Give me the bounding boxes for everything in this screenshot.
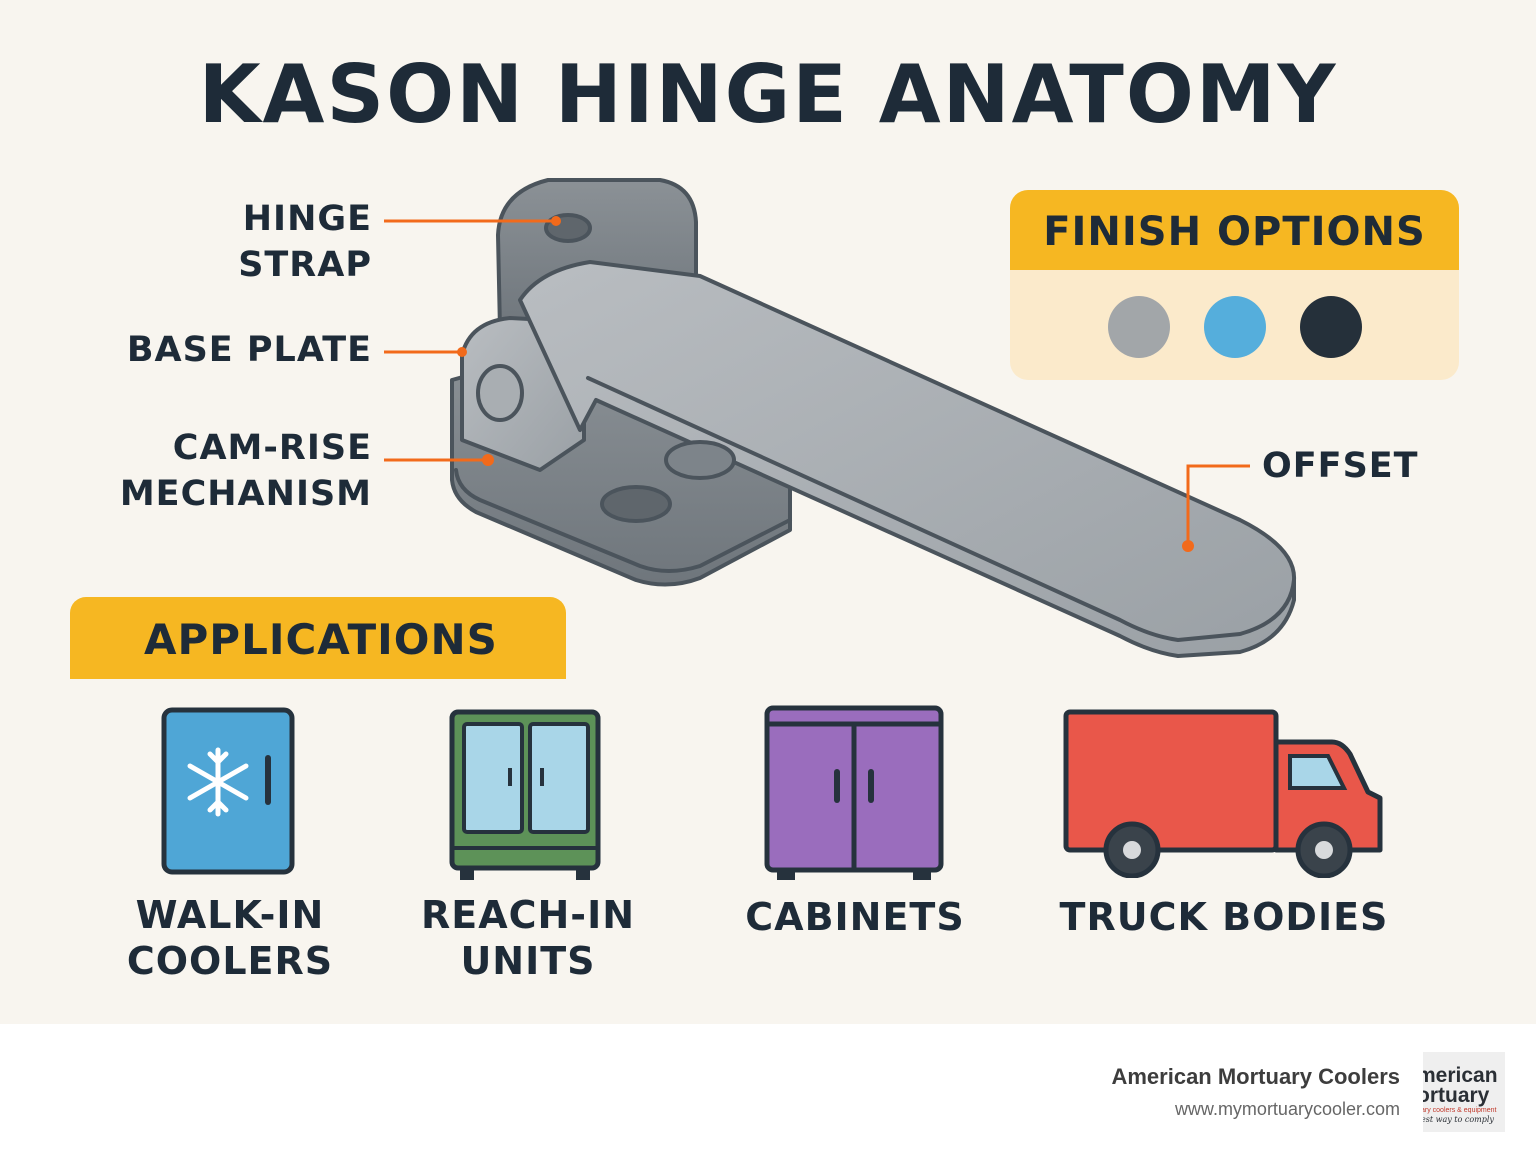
page-title: KASON HINGE ANATOMY [198, 48, 1338, 141]
applications-heading: APPLICATIONS [144, 615, 498, 664]
hinge-illustration [384, 178, 1297, 658]
logo-text-line2: ortuary [1423, 1084, 1490, 1107]
cam-rise-label: CAM-RISE MECHANISM [80, 425, 372, 517]
app-label-line1: CABINETS [745, 895, 965, 939]
logo-text-line1: merican [1423, 1064, 1498, 1087]
reach-in-unit-icon [449, 709, 601, 880]
footer-url[interactable]: www.mymortuarycooler.com [1174, 1099, 1400, 1119]
truck-icon [1063, 709, 1383, 878]
applications-header: APPLICATIONS [70, 597, 566, 679]
logo-text-line3: ary coolers & equipment [1423, 1107, 1497, 1114]
finish-swatch-blue [1204, 296, 1266, 358]
app-label-line2: UNITS [460, 939, 596, 983]
app-label-truck-bodies: TRUCK BODIES [1054, 894, 1394, 940]
cam-rise-detail [664, 440, 736, 480]
finish-swatch-dark [1300, 296, 1362, 358]
cam-rise-label-line2: MECHANISM [119, 474, 372, 514]
finish-options-heading: FINISH OPTIONS [1010, 190, 1459, 270]
offset-label: OFFSET [1262, 446, 1419, 486]
app-label-cabinets: CABINETS [730, 894, 980, 940]
base-plate-hole [600, 485, 672, 523]
finish-swatch-gray [1108, 296, 1170, 358]
company-logo: merican ortuary ary coolers & equipment … [1423, 1052, 1505, 1132]
hinge-strap-label: HINGE STRAP [238, 199, 372, 285]
app-label-line2: COOLERS [126, 939, 334, 983]
cam-rise-label-line1: CAM-RISE [172, 428, 372, 468]
logo-text-line4: est way to comply [1423, 1115, 1494, 1124]
app-label-walk-in-coolers: WALK-IN COOLERS [110, 892, 350, 984]
finish-options-panel: FINISH OPTIONS [1010, 190, 1459, 380]
app-label-line1: REACH-IN [420, 893, 636, 937]
infographic-canvas: KASON HINGE ANATOMY [0, 0, 1536, 1024]
walk-in-cooler-icon [161, 707, 295, 875]
app-label-line1: WALK-IN [135, 893, 325, 937]
app-label-line1: TRUCK BODIES [1059, 895, 1389, 939]
base-plate-label: BASE PLATE [126, 330, 372, 370]
app-label-reach-in-units: REACH-IN UNITS [406, 892, 650, 984]
hinge-pin [476, 364, 524, 422]
cabinet-icon [764, 705, 944, 880]
footer-company-name: American Mortuary Coolers [1111, 1064, 1400, 1089]
